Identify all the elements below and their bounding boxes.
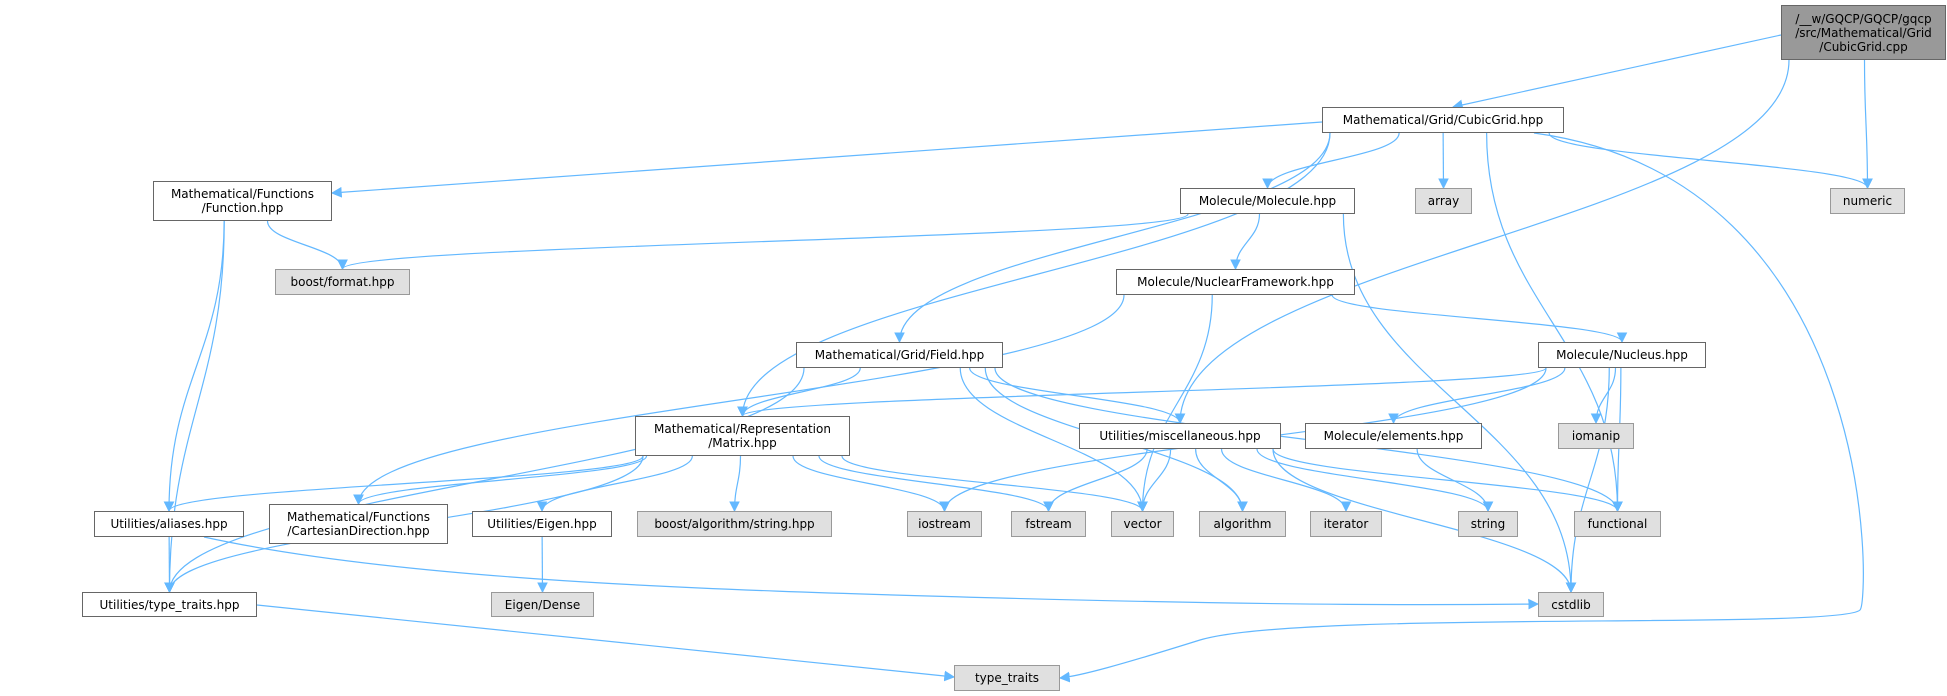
edge-misc-to-functional: [1272, 448, 1623, 513]
edge-cpp-to-numeric: [1862, 59, 1873, 190]
edge-molecule-to-cstdlib: [1342, 213, 1577, 594]
node-nuclearframework[interactable]: Molecule/NuclearFramework.hpp: [1116, 269, 1355, 295]
edge-nuclearframework-to-nucleus: [1331, 294, 1628, 344]
edge-field-to-matrix: [737, 367, 861, 418]
edge-misc-to-cstdlib: [1272, 448, 1577, 594]
node-array[interactable]: array: [1415, 188, 1472, 214]
node-cstdlib[interactable]: cstdlib: [1538, 592, 1604, 617]
edge-molecule-to-boostformat: [337, 213, 1189, 271]
edge-matrix-to-fstream: [818, 455, 1054, 513]
edge-misc-to-algorithm: [1195, 448, 1248, 513]
edge-nucleus-to-matrix: [737, 367, 1547, 418]
edge-function-to-aliases: [163, 220, 225, 513]
node-misc[interactable]: Utilities/miscellaneous.hpp: [1079, 423, 1281, 449]
node-vector[interactable]: vector: [1111, 511, 1174, 537]
node-nucleus[interactable]: Molecule/Nucleus.hpp: [1538, 342, 1706, 368]
edge-function-to-boostformat: [266, 220, 348, 271]
edge-elements-to-string: [1416, 448, 1494, 513]
edge-cubicgrid-to-matrix: [737, 132, 1331, 418]
edge-misc-to-iterator: [1220, 448, 1352, 513]
node-iomanip[interactable]: iomanip: [1558, 423, 1634, 449]
node-fstream[interactable]: fstream: [1011, 511, 1086, 537]
edge-cubicgrid-to-typetraits: [1058, 132, 1864, 683]
edge-matrix-to-cartesian: [353, 455, 648, 506]
edge-aliases-to-cstdlib: [203, 536, 1540, 610]
edge-field-to-vector: [959, 367, 1148, 513]
node-iostream[interactable]: iostream: [907, 511, 982, 537]
edge-cubicgrid-to-field: [894, 132, 1331, 344]
edge-misc-to-string: [1256, 448, 1494, 513]
edge-nucleus-to-cstdlib: [1565, 367, 1610, 594]
node-matrix[interactable]: Mathematical/Representation /Matrix.hpp: [635, 416, 850, 456]
node-eigenhpp[interactable]: Utilities/Eigen.hpp: [472, 511, 612, 537]
node-field[interactable]: Mathematical/Grid/Field.hpp: [796, 342, 1003, 368]
edge-nuclearframework-to-vector: [1137, 294, 1213, 513]
edge-field-to-typetraitshpp: [164, 367, 805, 594]
edge-cpp-to-cubicgrid: [1451, 34, 1782, 111]
edge-typetraitshpp-to-typetraits: [256, 604, 956, 682]
node-algorithm[interactable]: algorithm: [1199, 511, 1286, 537]
node-string[interactable]: string: [1458, 511, 1518, 537]
node-numeric[interactable]: numeric: [1830, 188, 1905, 214]
edge-cubicgrid-to-molecule: [1262, 132, 1400, 190]
node-iterator[interactable]: iterator: [1310, 511, 1382, 537]
edge-field-to-misc: [969, 367, 1186, 425]
edge-matrix-to-boostalgo: [729, 455, 742, 513]
edge-matrix-to-vector: [841, 455, 1148, 513]
edge-matrix-to-iostream: [792, 455, 950, 513]
edge-cubicgrid-to-numeric: [1548, 132, 1873, 190]
edge-nuclearframework-to-cartesian: [353, 294, 1125, 506]
node-aliases[interactable]: Utilities/aliases.hpp: [94, 511, 244, 537]
node-cubicgrid[interactable]: Mathematical/Grid/CubicGrid.hpp: [1322, 107, 1564, 133]
edge-cpp-to-misc: [1174, 59, 1790, 425]
node-cpp[interactable]: /__w/GQCP/GQCP/gqcp /src/Mathematical/Gr…: [1781, 5, 1946, 60]
edge-misc-to-fstream: [1043, 448, 1148, 513]
node-boostformat[interactable]: boost/format.hpp: [275, 269, 410, 295]
edge-cubicgrid-to-function: [330, 121, 1323, 198]
node-boostalgo[interactable]: boost/algorithm/string.hpp: [637, 511, 832, 537]
edge-misc-to-vector: [1137, 448, 1172, 513]
node-typetraitshpp[interactable]: Utilities/type_traits.hpp: [82, 592, 257, 617]
edge-molecule-to-nuclearframework: [1230, 213, 1261, 271]
node-functional[interactable]: functional: [1574, 511, 1661, 537]
node-cartesian[interactable]: Mathematical/Functions /CartesianDirecti…: [269, 504, 448, 544]
node-typetraits[interactable]: type_traits: [954, 665, 1060, 691]
node-function[interactable]: Mathematical/Functions /Function.hpp: [153, 181, 332, 221]
edge-matrix-to-eigenhpp: [536, 455, 693, 513]
node-molecule[interactable]: Molecule/Molecule.hpp: [1180, 188, 1355, 214]
edge-nucleus-to-elements: [1388, 367, 1566, 425]
edge-nucleus-to-iomanip: [1590, 367, 1617, 425]
edge-matrix-to-aliases: [163, 455, 644, 513]
node-elements[interactable]: Molecule/elements.hpp: [1305, 423, 1482, 449]
node-eigendense[interactable]: Eigen/Dense: [491, 592, 594, 617]
